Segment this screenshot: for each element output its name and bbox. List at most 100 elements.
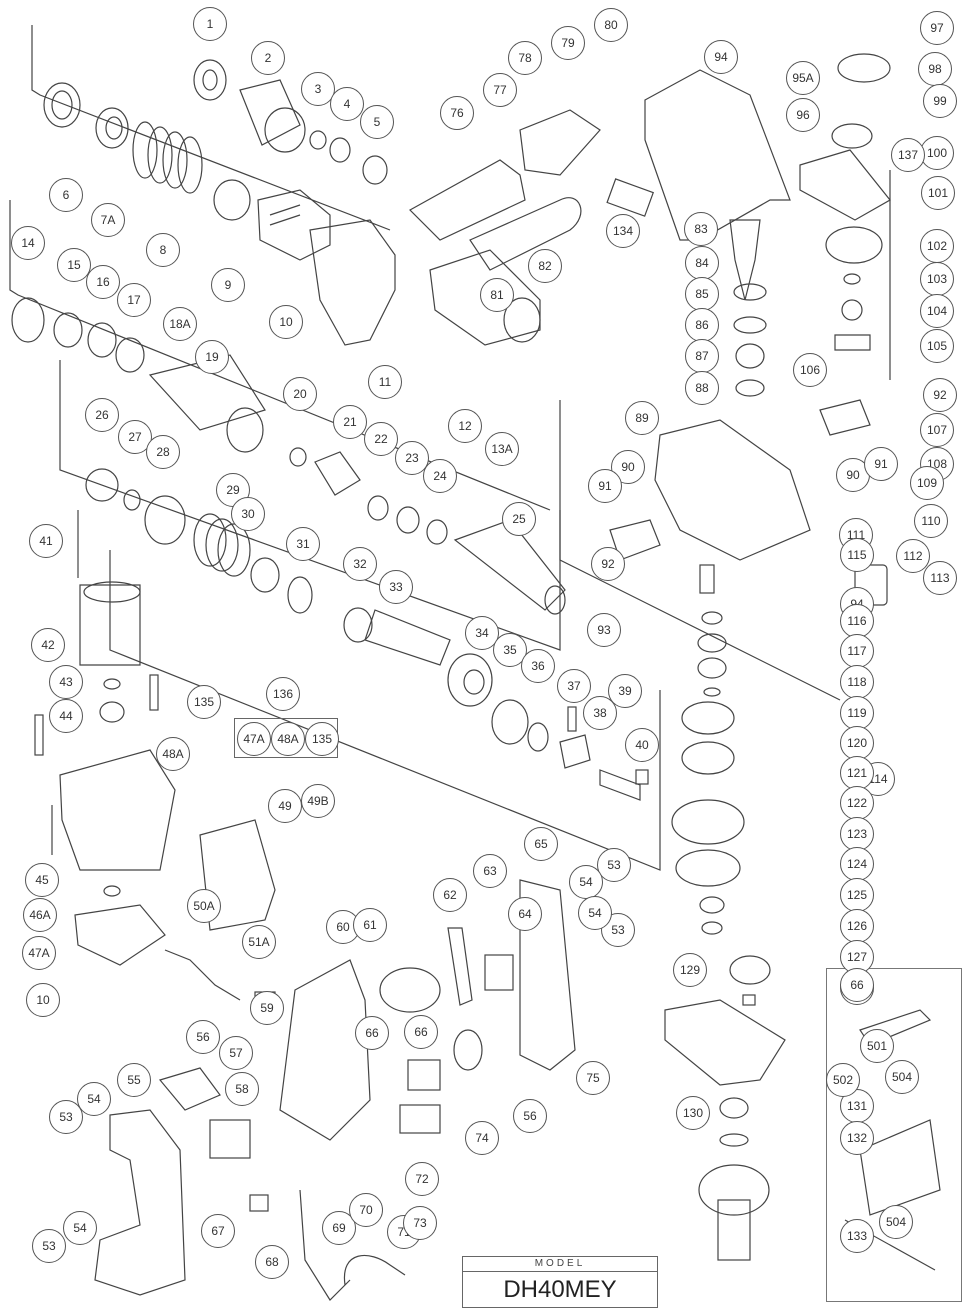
callout-56[interactable]: 56 <box>186 1020 220 1054</box>
callout-84[interactable]: 84 <box>685 246 719 280</box>
callout-121[interactable]: 121 <box>840 756 874 790</box>
callout-87[interactable]: 87 <box>685 339 719 373</box>
callout-83[interactable]: 83 <box>684 212 718 246</box>
callout-10[interactable]: 10 <box>26 983 60 1017</box>
callout-12[interactable]: 12 <box>448 409 482 443</box>
callout-14[interactable]: 14 <box>11 226 45 260</box>
callout-5[interactable]: 5 <box>360 105 394 139</box>
callout-126[interactable]: 126 <box>840 909 874 943</box>
callout-82[interactable]: 82 <box>528 249 562 283</box>
callout-8[interactable]: 8 <box>146 233 180 267</box>
callout-79[interactable]: 79 <box>551 26 585 60</box>
callout-75[interactable]: 75 <box>576 1061 610 1095</box>
callout-123[interactable]: 123 <box>840 817 874 851</box>
callout-11[interactable]: 11 <box>368 365 402 399</box>
callout-97[interactable]: 97 <box>920 11 954 45</box>
callout-57[interactable]: 57 <box>219 1036 253 1070</box>
callout-101[interactable]: 101 <box>921 176 955 210</box>
callout-40[interactable]: 40 <box>625 728 659 762</box>
callout-91[interactable]: 91 <box>588 469 622 503</box>
callout-501[interactable]: 501 <box>860 1029 894 1063</box>
callout-118[interactable]: 118 <box>840 665 874 699</box>
callout-137[interactable]: 137 <box>891 138 925 172</box>
callout-6[interactable]: 6 <box>49 178 83 212</box>
callout-95a[interactable]: 95A <box>786 61 820 95</box>
callout-133[interactable]: 133 <box>840 1219 874 1253</box>
callout-47a[interactable]: 47A <box>237 722 271 756</box>
callout-21[interactable]: 21 <box>333 405 367 439</box>
callout-80[interactable]: 80 <box>594 8 628 42</box>
callout-130[interactable]: 130 <box>676 1096 710 1130</box>
callout-58[interactable]: 58 <box>225 1072 259 1106</box>
callout-3[interactable]: 3 <box>301 72 335 106</box>
callout-504[interactable]: 504 <box>885 1060 919 1094</box>
callout-115[interactable]: 115 <box>840 538 874 572</box>
callout-70[interactable]: 70 <box>349 1193 383 1227</box>
callout-104[interactable]: 104 <box>920 294 954 328</box>
callout-85[interactable]: 85 <box>685 277 719 311</box>
callout-17[interactable]: 17 <box>117 283 151 317</box>
callout-61[interactable]: 61 <box>353 908 387 942</box>
callout-94[interactable]: 94 <box>704 40 738 74</box>
callout-110[interactable]: 110 <box>914 504 948 538</box>
callout-22[interactable]: 22 <box>364 422 398 456</box>
callout-116[interactable]: 116 <box>840 604 874 638</box>
callout-41[interactable]: 41 <box>29 524 63 558</box>
callout-63[interactable]: 63 <box>473 854 507 888</box>
callout-42[interactable]: 42 <box>31 628 65 662</box>
callout-30[interactable]: 30 <box>231 497 265 531</box>
callout-55[interactable]: 55 <box>117 1063 151 1097</box>
callout-89[interactable]: 89 <box>625 401 659 435</box>
callout-53[interactable]: 53 <box>32 1229 66 1263</box>
callout-50a[interactable]: 50A <box>187 889 221 923</box>
callout-78[interactable]: 78 <box>508 41 542 75</box>
callout-99[interactable]: 99 <box>923 84 957 118</box>
callout-120[interactable]: 120 <box>840 726 874 760</box>
callout-33[interactable]: 33 <box>379 570 413 604</box>
callout-136[interactable]: 136 <box>266 677 300 711</box>
callout-4[interactable]: 4 <box>330 87 364 121</box>
callout-51a[interactable]: 51A <box>242 925 276 959</box>
callout-26[interactable]: 26 <box>85 398 119 432</box>
callout-7a[interactable]: 7A <box>91 203 125 237</box>
callout-77[interactable]: 77 <box>483 73 517 107</box>
callout-113[interactable]: 113 <box>923 561 957 595</box>
callout-96[interactable]: 96 <box>786 98 820 132</box>
callout-2[interactable]: 2 <box>251 41 285 75</box>
callout-47a[interactable]: 47A <box>22 936 56 970</box>
callout-43[interactable]: 43 <box>49 665 83 699</box>
callout-134[interactable]: 134 <box>606 214 640 248</box>
callout-54[interactable]: 54 <box>63 1211 97 1245</box>
callout-24[interactable]: 24 <box>423 459 457 493</box>
callout-100[interactable]: 100 <box>920 136 954 170</box>
callout-56[interactable]: 56 <box>513 1099 547 1133</box>
callout-62[interactable]: 62 <box>433 878 467 912</box>
callout-46a[interactable]: 46A <box>23 898 57 932</box>
callout-18a[interactable]: 18A <box>163 307 197 341</box>
callout-107[interactable]: 107 <box>920 413 954 447</box>
callout-31[interactable]: 31 <box>286 527 320 561</box>
callout-10[interactable]: 10 <box>269 305 303 339</box>
callout-39[interactable]: 39 <box>608 674 642 708</box>
callout-36[interactable]: 36 <box>521 649 555 683</box>
callout-125[interactable]: 125 <box>840 878 874 912</box>
callout-59[interactable]: 59 <box>250 991 284 1025</box>
callout-91[interactable]: 91 <box>864 447 898 481</box>
callout-129[interactable]: 129 <box>673 953 707 987</box>
callout-86[interactable]: 86 <box>685 308 719 342</box>
callout-72[interactable]: 72 <box>405 1162 439 1196</box>
callout-66[interactable]: 66 <box>404 1015 438 1049</box>
callout-109[interactable]: 109 <box>910 466 944 500</box>
callout-37[interactable]: 37 <box>557 669 591 703</box>
callout-117[interactable]: 117 <box>840 634 874 668</box>
callout-81[interactable]: 81 <box>480 278 514 312</box>
callout-92[interactable]: 92 <box>591 547 625 581</box>
callout-13a[interactable]: 13A <box>485 432 519 466</box>
callout-19[interactable]: 19 <box>195 340 229 374</box>
callout-67[interactable]: 67 <box>201 1214 235 1248</box>
callout-132[interactable]: 132 <box>840 1121 874 1155</box>
callout-74[interactable]: 74 <box>465 1121 499 1155</box>
callout-103[interactable]: 103 <box>920 262 954 296</box>
callout-102[interactable]: 102 <box>920 229 954 263</box>
callout-64[interactable]: 64 <box>508 897 542 931</box>
